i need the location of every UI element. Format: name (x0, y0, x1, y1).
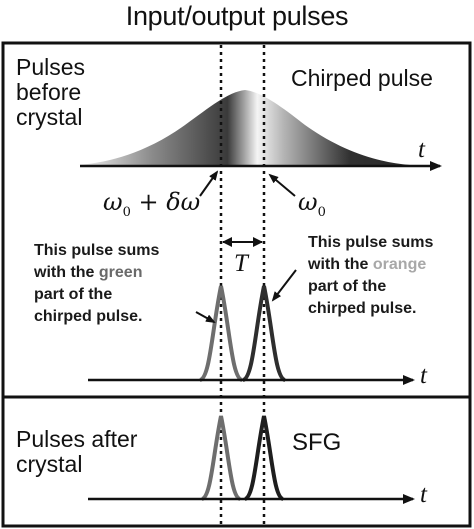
note-left-green-word: green (98, 264, 143, 281)
freq-left-label: ω0 + δω (103, 188, 200, 220)
note-left-arrow (195, 311, 216, 323)
note-left-line-3: part of the (34, 286, 113, 303)
sfg-label: SFG (292, 429, 342, 456)
note-right-line-2: with the orange (308, 254, 433, 276)
green-pulse-bottom (200, 415, 242, 501)
delay-arrowhead-left (222, 237, 232, 247)
freq-left-sub: 0 (122, 204, 131, 220)
freq-right-arrow (268, 173, 296, 197)
freq-right-sub: 0 (317, 204, 326, 220)
middle-axis-t-label: t (420, 362, 427, 389)
freq-right-label: ω0 (298, 188, 326, 220)
note-right-line-1: This pulse sums (308, 234, 434, 251)
bottom-axis-t-label: t (420, 481, 427, 508)
chirped-pulse-shape (78, 90, 410, 165)
note-left: This pulse sums with the green part of t… (34, 240, 159, 328)
before-crystal-line-1: Pulses (16, 54, 86, 80)
bottom-panel-frame (1, 395, 472, 528)
freq-left-omega: ω (103, 188, 123, 216)
figure-title: Input/output pulses (125, 1, 349, 31)
note-right-orange-word: orange (372, 256, 427, 273)
freq-left-delta: + δω (130, 188, 201, 216)
before-crystal-line-2: before (16, 79, 82, 105)
orange-pulse-middle (241, 285, 287, 382)
note-right-arrow (271, 269, 297, 302)
freq-left-arrow (199, 170, 219, 197)
note-left-line-2: with the green (34, 262, 159, 284)
note-right: This pulse sums with the orange part of … (308, 232, 433, 320)
after-crystal-line-1: Pulses after (16, 426, 138, 452)
delay-arrowhead-right (253, 237, 263, 247)
note-left-prefix: with the (34, 264, 99, 281)
note-left-line-4: chirped pulse. (34, 308, 143, 325)
after-crystal-label: Pulses after crystal (16, 427, 137, 477)
chirped-pulse-label: Chirped pulse (291, 65, 433, 91)
note-right-line-4: chirped pulse. (308, 300, 417, 317)
delay-T-label: T (234, 250, 248, 277)
before-crystal-line-3: crystal (16, 104, 83, 130)
note-left-line-1: This pulse sums (34, 242, 160, 259)
after-crystal-line-2: crystal (16, 451, 83, 477)
sfg-pulse-bottom (243, 415, 285, 501)
freq-right-omega: ω (298, 188, 318, 216)
note-right-line-3: part of the (308, 278, 387, 295)
note-right-prefix: with the (308, 256, 373, 273)
before-crystal-label: Pulses before crystal (16, 55, 85, 130)
top-axis-t-label: t (418, 136, 425, 163)
green-pulse-middle (198, 285, 244, 382)
